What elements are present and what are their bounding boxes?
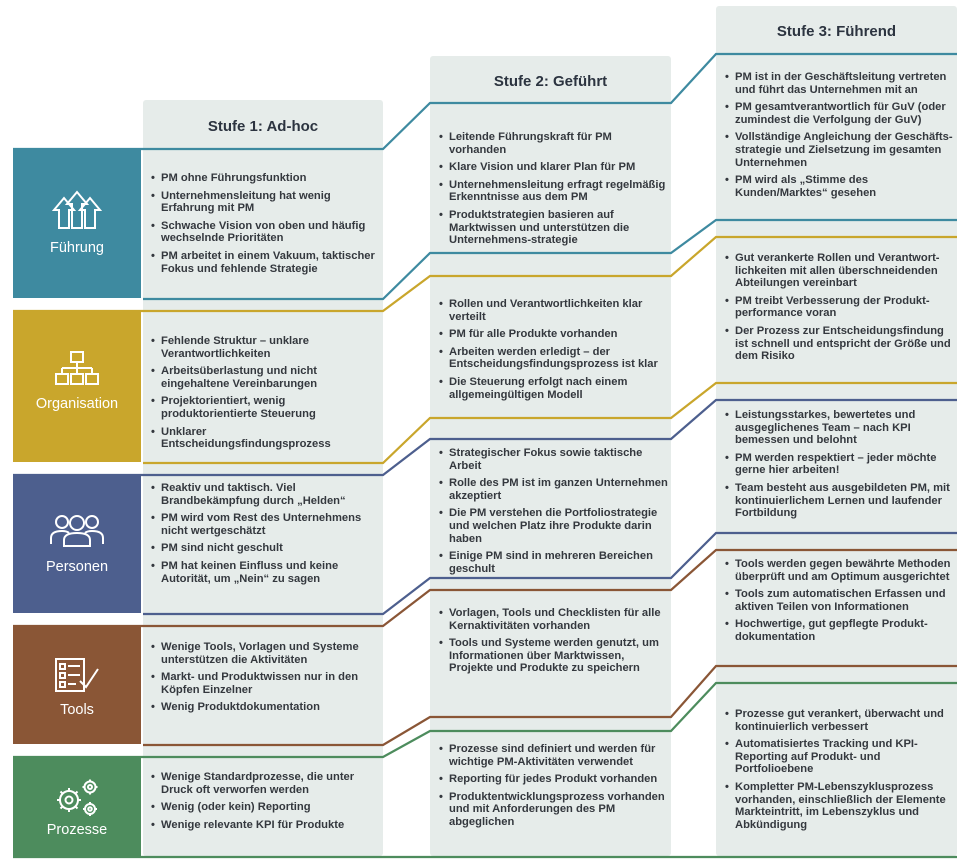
- list-item: Die Steuerung erfolgt nach einem allgeme…: [439, 376, 667, 401]
- org-chart-icon: [13, 350, 141, 390]
- list-item: Team besteht aus ausgebildeten PM, mit k…: [725, 482, 955, 520]
- cell-tools-stage3: Tools werden gegen bewährte Methoden übe…: [725, 558, 955, 649]
- list-item: Der Prozess zur Entscheidungsfindung ist…: [725, 325, 955, 363]
- category-label: Führung: [49, 240, 104, 256]
- list-item: Wenige Standardprozesse, die unter Druck…: [151, 771, 379, 796]
- list-item: PM sind nicht geschult: [151, 542, 381, 555]
- list-item: Rolle des PM ist im ganzen Unternehmen a…: [439, 477, 669, 502]
- category-prozesse: Prozesse: [13, 758, 141, 856]
- cell-personen-stage1: Reaktiv und taktisch. Viel Brandbekämpfu…: [151, 482, 381, 590]
- personen-band-line-bottom: [143, 531, 957, 616]
- cell-organisation-stage1: Fehlende Struktur – unklare Verantwortli…: [151, 335, 379, 456]
- cell-prozesse-stage3: Prozesse gut verankert, überwacht und ko…: [725, 708, 955, 836]
- checklist-icon: [13, 655, 141, 693]
- list-item: PM hat keinen Einfluss und keine Autorit…: [151, 560, 381, 585]
- category-tools: Tools: [13, 627, 141, 744]
- list-item: Prozesse sind definiert und werden für w…: [439, 743, 667, 768]
- list-item: Einige PM sind in mehreren Bereichen ges…: [439, 550, 669, 575]
- cell-tools-stage2: Vorlagen, Tools und Checklisten für alle…: [439, 607, 669, 680]
- fuehrung-band-line: [13, 52, 957, 151]
- tools-band-line: [13, 548, 957, 628]
- tools-band-line-bottom: [143, 664, 957, 747]
- list-item: Projektorientiert, wenig produktorientie…: [151, 395, 379, 420]
- arrows-up-icon: [13, 190, 141, 230]
- category-fuehrung: Führung: [13, 150, 141, 298]
- cell-organisation-stage3: Gut verankerte Rollen und Verantwort-lic…: [725, 252, 955, 368]
- list-item: Rollen und Verantwortlichkeiten klar ver…: [439, 298, 667, 323]
- list-item: Tools werden gegen bewährte Methoden übe…: [725, 558, 955, 583]
- list-item: Automatisiertes Tracking und KPI-Reporti…: [725, 738, 955, 776]
- list-item: Klare Vision und klarer Plan für PM: [439, 161, 669, 174]
- category-label: Personen: [45, 559, 109, 575]
- fuehrung-band-line-bottom: [143, 218, 957, 301]
- list-item: Wenige relevante KPI für Produkte: [151, 819, 379, 832]
- list-item: PM ist in der Geschäftsleitung vertreten…: [725, 71, 955, 96]
- stage-3-title: Stufe 3: Führend: [776, 23, 897, 40]
- cell-personen-stage3: Leistungsstarkes, bewertetes und ausgegl…: [725, 409, 955, 525]
- list-item: Wenig (oder kein) Reporting: [151, 801, 379, 814]
- list-item: Vollständige Angleichung der Geschäfts-s…: [725, 131, 955, 169]
- list-item: Prozesse gut verankert, überwacht und ko…: [725, 708, 955, 733]
- list-item: Kompletter PM-Lebenszyklusprozess vorhan…: [725, 781, 955, 831]
- organisation-band-line: [13, 235, 957, 313]
- category-label: Tools: [60, 702, 94, 718]
- list-item: Gut verankerte Rollen und Verantwort-lic…: [725, 252, 955, 290]
- list-item: PM werden respektiert – jeder möchte ger…: [725, 452, 955, 477]
- list-item: PM für alle Produkte vorhanden: [439, 328, 667, 341]
- list-item: Unklarer Entscheidungsfindungsprozess: [151, 426, 379, 451]
- cell-prozesse-stage2: Prozesse sind definiert und werden für w…: [439, 743, 667, 834]
- list-item: Vorlagen, Tools und Checklisten für alle…: [439, 607, 669, 632]
- list-item: Tools und Systeme werden genutzt, um Inf…: [439, 637, 669, 675]
- cell-personen-stage2: Strategischer Fokus sowie taktische Arbe…: [439, 447, 669, 580]
- cell-prozesse-stage1: Wenige Standardprozesse, die unter Druck…: [151, 771, 379, 836]
- stage-2-title: Stufe 2: Geführt: [493, 73, 608, 90]
- cell-organisation-stage2: Rollen und Verantwortlichkeiten klar ver…: [439, 298, 667, 406]
- list-item: Reporting für jedes Produkt vorhanden: [439, 773, 667, 786]
- list-item: PM arbeitet in einem Vakuum, taktischer …: [151, 250, 379, 275]
- cell-fuehrung-stage1: PM ohne Führungsfunktion Unternehmenslei…: [151, 172, 379, 280]
- list-item: Strategischer Fokus sowie taktische Arbe…: [439, 447, 669, 472]
- list-item: Hochwertige, gut gepflegte Produkt-dokum…: [725, 618, 955, 643]
- cell-tools-stage1: Wenige Tools, Vorlagen und Systeme unter…: [151, 641, 379, 719]
- list-item: Produktstrategien basieren auf Marktwiss…: [439, 209, 669, 247]
- list-item: PM wird als „Stimme des Kunden/Marktes“ …: [725, 174, 955, 199]
- list-item: Markt- und Produktwissen nur in den Köpf…: [151, 671, 379, 696]
- list-item: Produktentwicklungsprozess vorhanden und…: [439, 791, 667, 829]
- list-item: Reaktiv und taktisch. Viel Brandbekämpfu…: [151, 482, 381, 507]
- list-item: PM ohne Führungsfunktion: [151, 172, 379, 185]
- list-item: PM wird vom Rest des Unternehmens nicht …: [151, 512, 381, 537]
- list-item: Unternehmensleitung hat wenig Erfahrung …: [151, 190, 379, 215]
- category-label: Prozesse: [46, 822, 108, 838]
- list-item: PM treibt Verbesserung der Produkt-perfo…: [725, 295, 955, 320]
- cell-fuehrung-stage2: Leitende Führungskraft für PM vorhanden …: [439, 131, 669, 252]
- category-personen: Personen: [13, 476, 141, 613]
- list-item: Arbeitsüberlastung und nicht eingehalten…: [151, 365, 379, 390]
- personen-band-line: [13, 398, 957, 477]
- list-item: Wenig Produktdokumentation: [151, 701, 379, 714]
- list-item: Leitende Führungskraft für PM vorhanden: [439, 131, 669, 156]
- prozesse-band-line: [13, 681, 957, 759]
- list-item: Fehlende Struktur – unklare Verantwortli…: [151, 335, 379, 360]
- list-item: Unternehmensleitung erfragt regelmäßig E…: [439, 179, 669, 204]
- list-item: Leistungsstarkes, bewertetes und ausgegl…: [725, 409, 955, 447]
- list-item: Arbeiten werden erledigt – der Entscheid…: [439, 346, 667, 371]
- list-item: Die PM verstehen die Portfoliostrategie …: [439, 507, 669, 545]
- gears-icon: [13, 778, 141, 818]
- list-item: PM gesamtverantwortlich für GuV (oder zu…: [725, 101, 955, 126]
- cell-fuehrung-stage3: PM ist in der Geschäftsleitung vertreten…: [725, 71, 955, 204]
- list-item: Wenige Tools, Vorlagen und Systeme unter…: [151, 641, 379, 666]
- organisation-band-line-bottom: [143, 381, 957, 465]
- category-organisation: Organisation: [13, 312, 141, 462]
- stage-1-title: Stufe 1: Ad-hoc: [207, 118, 319, 135]
- category-label: Organisation: [35, 396, 119, 412]
- list-item: Schwache Vision von oben und häufig wech…: [151, 220, 379, 245]
- list-item: Tools zum automatischen Erfassen und akt…: [725, 588, 955, 613]
- people-icon: [13, 512, 141, 548]
